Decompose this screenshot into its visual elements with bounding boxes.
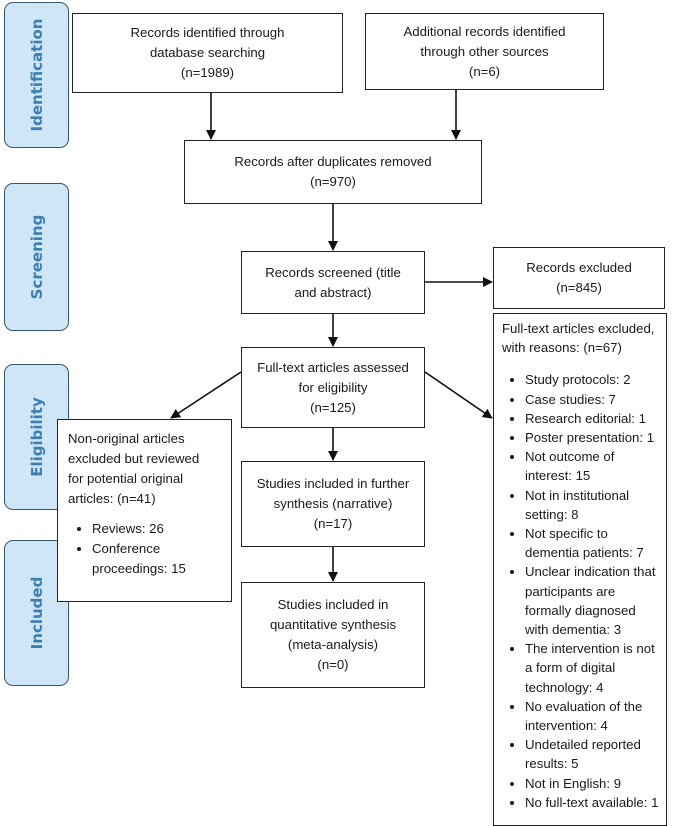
box-non-original-articles: Non-original articles excluded but revie… [57,419,232,602]
box-records-excluded: Records excluded (n=845) [493,247,665,309]
list-item: Research editorial: 1 [525,409,662,428]
box-further-synthesis: Studies included in further synthesis (n… [241,461,425,547]
box-quantitative-synthesis: Studies included in quantitative synthes… [241,582,425,688]
list-item: Poster presentation: 1 [525,428,662,447]
fulltext-count: (n=125) [310,399,356,415]
list-item: Not in English: 9 [525,774,662,793]
non-original-line2: excluded but reviewed [68,451,200,466]
fulltext-excluded-line1: Full-text articles excluded, [502,321,655,336]
duplicates-line1: Records after duplicates removed [234,154,432,169]
quantitative-count: (n=0) [317,657,349,672]
non-original-list: Reviews: 26 Conference proceedings: 15 [68,519,223,579]
excluded-count: (n=845) [556,280,602,295]
non-original-line3: for potential original [68,471,184,486]
duplicates-count: (n=970) [310,174,356,189]
box-records-screened: Records screened (title and abstract) [241,251,425,314]
screened-line1: Records screened (title [265,264,401,280]
db-search-line1: Records identified through [130,25,285,40]
non-original-line4: articles: (n=41) [68,491,156,506]
further-line2: synthesis (narrative) [273,496,393,511]
quantitative-line2: quantitative synthesis [269,617,397,632]
arrow-fulltext-to-nonoriginal [170,371,242,419]
db-search-line2: database searching [149,45,266,60]
list-item: No evaluation of the intervention: 4 [525,697,662,735]
fulltext-excluded-line2: with reasons: (n=67) [502,340,622,356]
box-duplicates-removed: Records after duplicates removed (n=970) [184,140,482,204]
list-item: Reviews: 26 [92,519,223,539]
excluded-line1: Records excluded [526,260,632,275]
box-database-searching: Records identified through database sear… [72,13,343,93]
phase-identification: Identification [4,2,69,148]
arrow-fulltext-to-excluded [424,371,493,419]
quantitative-line1: Studies included in [277,597,389,612]
list-item: No full-text available: 1 [525,793,662,812]
list-item: Undetailed reported results: 5 [525,735,662,773]
list-item: Not outcome of interest: 15 [525,447,662,485]
list-item: Study protocols: 2 [525,370,662,389]
quantitative-line3: (meta-analysis) [287,637,379,652]
list-item: Unclear indication that participants are… [525,562,662,639]
other-sources-line1: Additional records identified [403,23,566,39]
further-line1: Studies included in further [256,476,410,491]
list-item: Not in institutional setting: 8 [525,486,662,524]
db-search-count: (n=1989) [180,65,235,80]
box-fulltext-excluded: Full-text articles excluded, with reason… [493,313,667,826]
phase-screening: Screening [4,183,69,331]
screened-line2: and abstract) [294,284,372,300]
further-count: (n=17) [313,516,353,531]
fulltext-line2: for eligibility [298,379,368,395]
box-other-sources: Additional records identified through ot… [365,13,604,90]
other-sources-line2: through other sources [420,43,549,59]
list-item: Conference proceedings: 15 [92,539,223,579]
list-item: The intervention is not a form of digita… [525,639,662,697]
box-fulltext-assessed: Full-text articles assessed for eligibil… [241,347,425,428]
list-item: Not specific to dementia patients: 7 [525,524,662,562]
exclusion-reasons-list: Study protocols: 2 Case studies: 7 Resea… [502,370,662,812]
fulltext-line1: Full-text articles assessed [257,359,409,375]
non-original-line1: Non-original articles [68,431,185,446]
other-sources-count: (n=6) [468,63,501,79]
list-item: Case studies: 7 [525,390,662,409]
